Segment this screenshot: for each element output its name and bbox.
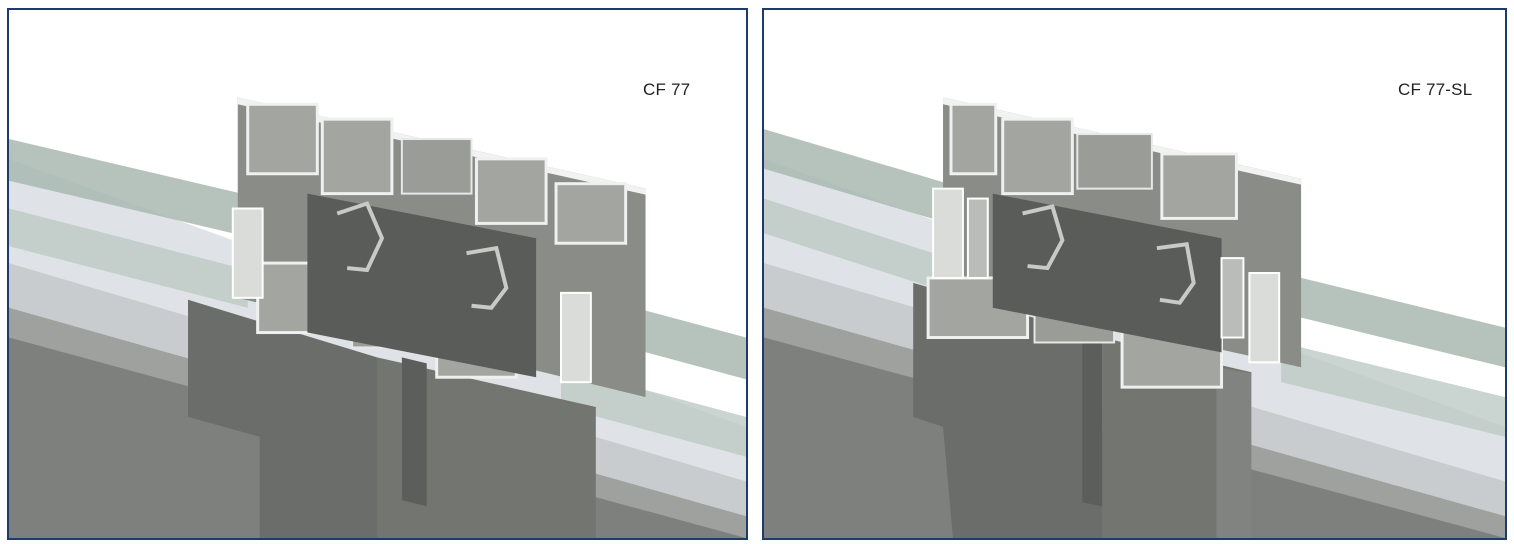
product-label: CF 77: [643, 80, 691, 99]
cf77-sl-profile-render: [764, 97, 1505, 538]
product-image-panel-cf77: CF 77: [7, 8, 748, 540]
product-label: CF 77-SL: [1398, 80, 1473, 99]
cf77-profile-render: [9, 97, 746, 538]
product-image-panel-cf77-sl: CF 77-SL: [762, 8, 1507, 540]
